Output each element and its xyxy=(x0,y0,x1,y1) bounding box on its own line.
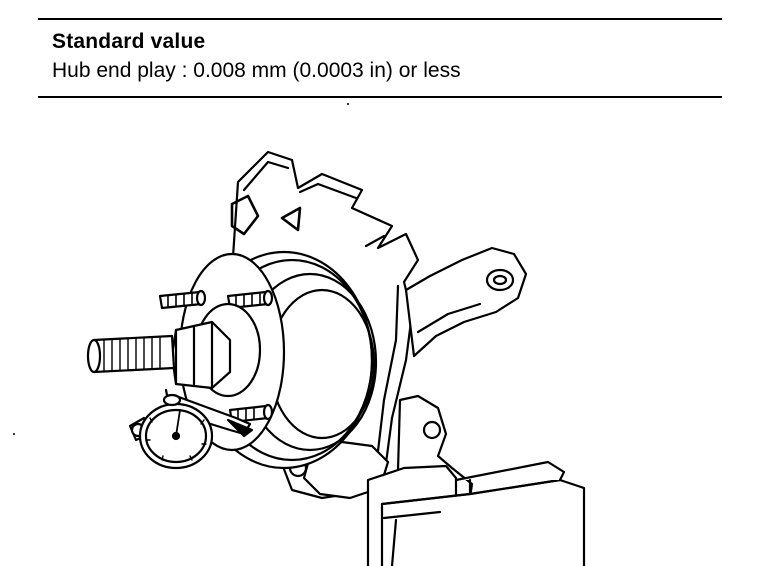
scan-dot xyxy=(347,103,349,105)
spec-value: 0.008 mm (0.0003 in) or less xyxy=(193,59,461,82)
spec-block: Standard value Hub end play : 0.008 mm (… xyxy=(52,28,712,86)
spec-label: Hub end play xyxy=(52,59,176,82)
top-rule xyxy=(38,18,722,20)
bottom-rule xyxy=(38,96,722,98)
spec-separator: : xyxy=(181,59,188,82)
axle-shaft xyxy=(86,302,262,398)
scan-dot xyxy=(13,433,15,435)
bench-vise xyxy=(366,460,586,566)
spec-line: Hub end play : 0.008 mm (0.0003 in) or l… xyxy=(52,56,712,86)
hub-dial-gauge-illustration xyxy=(0,100,768,566)
hub-bolts xyxy=(158,289,274,424)
illustration-svg xyxy=(13,103,586,566)
steering-arm xyxy=(404,246,528,358)
dial-gauge xyxy=(128,388,254,470)
spec-title: Standard value xyxy=(52,30,206,53)
